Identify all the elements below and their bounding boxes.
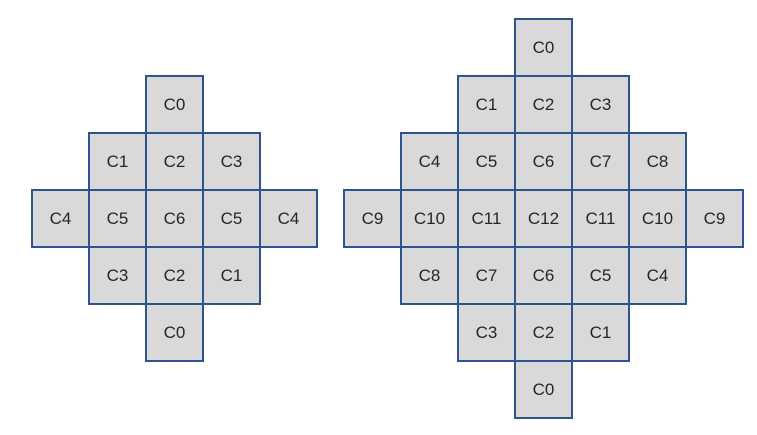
cell-row: C0 bbox=[343, 360, 744, 419]
cell-c4: C4 bbox=[259, 189, 318, 248]
cell-c3: C3 bbox=[571, 75, 630, 134]
cell-c5: C5 bbox=[202, 189, 261, 248]
cell-c3: C3 bbox=[202, 132, 261, 191]
cell-c4: C4 bbox=[400, 132, 459, 191]
cell-c0: C0 bbox=[514, 18, 573, 77]
cell-c5: C5 bbox=[88, 189, 147, 248]
cell-c9: C9 bbox=[685, 189, 744, 248]
cell-c12: C12 bbox=[514, 189, 573, 248]
cell-c9: C9 bbox=[343, 189, 402, 248]
cell-c8: C8 bbox=[400, 246, 459, 305]
cell-c3: C3 bbox=[88, 246, 147, 305]
cell-c4: C4 bbox=[628, 246, 687, 305]
cell-c0: C0 bbox=[514, 360, 573, 419]
cell-c2: C2 bbox=[514, 303, 573, 362]
cell-c6: C6 bbox=[514, 132, 573, 191]
cell-row: C0 bbox=[31, 75, 318, 134]
cell-c0: C0 bbox=[145, 75, 204, 134]
cell-c1: C1 bbox=[202, 246, 261, 305]
cell-c7: C7 bbox=[571, 132, 630, 191]
cell-c5: C5 bbox=[457, 132, 516, 191]
cell-c3: C3 bbox=[457, 303, 516, 362]
cell-c4: C4 bbox=[31, 189, 90, 248]
cell-c2: C2 bbox=[145, 132, 204, 191]
cell-c1: C1 bbox=[88, 132, 147, 191]
cell-c10: C10 bbox=[400, 189, 459, 248]
cell-c11: C11 bbox=[571, 189, 630, 248]
cell-c6: C6 bbox=[514, 246, 573, 305]
cell-c0: C0 bbox=[145, 303, 204, 362]
cell-c6: C6 bbox=[145, 189, 204, 248]
cell-row: C0 bbox=[343, 18, 744, 77]
cell-c11: C11 bbox=[457, 189, 516, 248]
cell-c2: C2 bbox=[514, 75, 573, 134]
cell-c1: C1 bbox=[571, 303, 630, 362]
cell-c7: C7 bbox=[457, 246, 516, 305]
cell-c1: C1 bbox=[457, 75, 516, 134]
cell-c2: C2 bbox=[145, 246, 204, 305]
cell-c8: C8 bbox=[628, 132, 687, 191]
cell-row: C0 bbox=[31, 303, 318, 362]
cell-c10: C10 bbox=[628, 189, 687, 248]
cell-c5: C5 bbox=[571, 246, 630, 305]
